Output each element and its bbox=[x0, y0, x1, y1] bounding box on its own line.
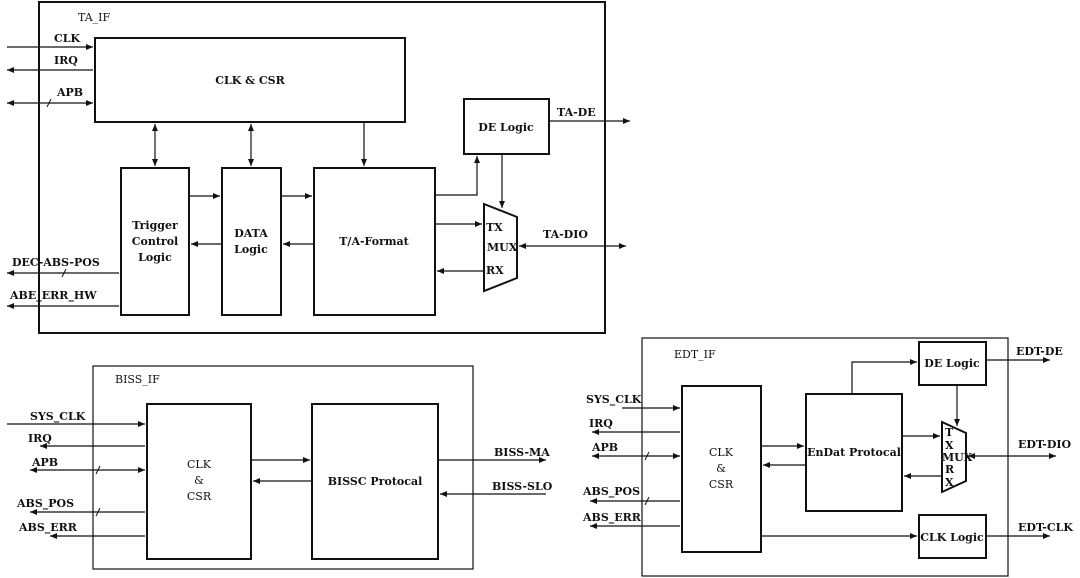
biss-apb-label: APB bbox=[31, 456, 58, 469]
biss-slo-label: BISS-SLO bbox=[492, 480, 553, 493]
ta-clk-csr-label: CLK & CSR bbox=[215, 74, 285, 87]
edt-sys-clk-label: SYS_CLK bbox=[586, 393, 642, 407]
edt-clk-csr-label-2: & bbox=[716, 462, 726, 475]
ta-data-label-1: DATA bbox=[234, 227, 268, 240]
edt-mux-x2-label: X bbox=[945, 476, 954, 489]
ta-if-frame bbox=[38, 1, 606, 334]
ta-clk-csr-block bbox=[94, 37, 406, 123]
ta-trigger-label-2: Control bbox=[132, 235, 178, 248]
biss-clk-csr-label-3: CSR bbox=[187, 490, 212, 503]
biss-if-title: BISS_IF bbox=[115, 373, 160, 386]
ta-dio-port-label: TA-DIO bbox=[543, 228, 588, 241]
ta-mux-block bbox=[483, 202, 518, 293]
edt-endat-block bbox=[805, 393, 903, 512]
ta-if-title: TA_IF bbox=[78, 11, 111, 24]
biss-abs-pos-label: ABS_POS bbox=[16, 497, 74, 511]
edt-clk-csr-block bbox=[681, 385, 762, 553]
biss-ma-label: BISS-MA bbox=[494, 446, 550, 459]
biss-if-frame bbox=[92, 365, 474, 570]
edt-clk-csr-label-3: CSR bbox=[709, 478, 734, 491]
edt-mux-r-label: R bbox=[945, 463, 955, 476]
ta-trigger-label-3: Logic bbox=[138, 251, 172, 264]
edt-de-logic-label: DE Logic bbox=[924, 357, 980, 370]
ta-trigger-label-1: Trigger bbox=[132, 219, 178, 232]
ta-dec-abs-pos-label: DEC-ABS-POS bbox=[12, 256, 100, 269]
edt-if-title: EDT_IF bbox=[674, 348, 716, 361]
ta-de-logic-block bbox=[463, 98, 550, 155]
ta-irq-port-label: IRQ bbox=[54, 54, 78, 67]
biss-clk-csr-label-1: CLK bbox=[187, 458, 212, 471]
edt-de-port-label: EDT-DE bbox=[1016, 345, 1063, 358]
biss-clk-csr-label-2: & bbox=[194, 474, 204, 487]
edt-apb-label: APB bbox=[591, 441, 618, 454]
ta-format-block bbox=[313, 167, 436, 316]
ta-mux-rx-label: RX bbox=[486, 264, 504, 277]
edt-endat-label: EnDat Protocal bbox=[807, 446, 901, 459]
edt-clk-port-label: EDT-CLK bbox=[1018, 521, 1073, 534]
edt-mux-mux-label: MUX bbox=[942, 451, 973, 464]
edt-mux-t-label: T bbox=[945, 426, 954, 439]
ta-clk-port-label: CLK bbox=[54, 32, 80, 45]
edt-clk-logic-label: CLK Logic bbox=[920, 531, 984, 544]
biss-bissc-label: BISSC Protocal bbox=[328, 475, 423, 488]
ta-abe-err-hw-label: ABE_ERR_HW bbox=[9, 289, 97, 303]
ta-de-logic-label: DE Logic bbox=[478, 121, 534, 134]
ta-data-logic-block bbox=[221, 167, 282, 316]
edt-abs-pos-label: ABS_POS bbox=[582, 485, 640, 499]
ta-format-label: T/A-Format bbox=[339, 235, 409, 248]
edt-mux-x-label: X bbox=[945, 439, 954, 452]
biss-irq-label: IRQ bbox=[28, 432, 52, 445]
ta-trigger-block bbox=[120, 167, 190, 316]
ta-data-label-2: Logic bbox=[234, 243, 268, 256]
ta-de-port-label: TA-DE bbox=[557, 106, 596, 119]
ta-mux-tx-label: TX bbox=[486, 221, 503, 234]
biss-sys-clk-label: SYS_CLK bbox=[30, 410, 86, 424]
biss-clk-csr-block bbox=[146, 403, 252, 560]
edt-mux-block bbox=[941, 420, 967, 494]
edt-clk-csr-label-1: CLK bbox=[709, 446, 734, 459]
edt-dio-port-label: EDT-DIO bbox=[1018, 438, 1072, 451]
biss-abs-err-label: ABS_ERR bbox=[18, 521, 78, 535]
edt-abs-err-label: ABS_ERR bbox=[582, 511, 642, 525]
edt-irq-label: IRQ bbox=[589, 417, 613, 430]
ta-mux-mux-label: MUX bbox=[487, 241, 518, 254]
ta-apb-port-label: APB bbox=[56, 86, 83, 99]
edt-de-logic-block bbox=[918, 341, 987, 386]
